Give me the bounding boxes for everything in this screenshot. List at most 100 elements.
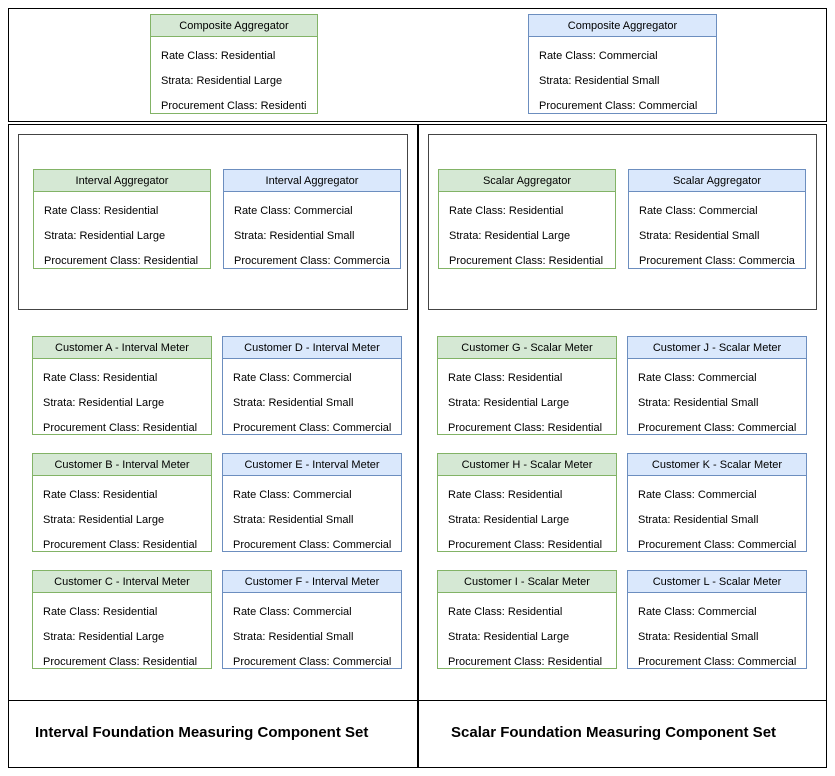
attribute-strata: Strata: Residential Small xyxy=(539,75,660,87)
scalar-panel-title: Scalar Foundation Measuring Component Se… xyxy=(451,724,777,741)
card-title: Customer H - Scalar Meter xyxy=(438,454,616,476)
attribute-strata: Strata: Residential Large xyxy=(161,75,283,87)
interval-panel-title: Interval Foundation Measuring Component … xyxy=(35,724,369,741)
attribute-strata: Strata: Residential Small xyxy=(638,514,759,526)
attribute-procurement-class: Procurement Class: Commercial xyxy=(638,656,796,668)
scalar-component-set-panel xyxy=(418,124,827,768)
meter-card-customer-c[interactable]: Customer C - Interval Meter Rate Class: … xyxy=(32,570,212,669)
meter-card-customer-a[interactable]: Customer A - Interval Meter Rate Class: … xyxy=(32,336,212,435)
attribute-rate-class: Rate Class: Commercial xyxy=(539,50,658,62)
card-attributes: Rate Class: Residential Strata: Resident… xyxy=(439,192,615,269)
attribute-strata: Strata: Residential Small xyxy=(233,631,354,643)
card-attributes: Rate Class: Commercial Strata: Residenti… xyxy=(628,593,806,669)
attribute-strata: Strata: Residential Large xyxy=(448,514,570,526)
attribute-rate-class: Rate Class: Residential xyxy=(44,205,159,217)
attribute-strata: Strata: Residential Small xyxy=(638,397,759,409)
attribute-strata: Strata: Residential Large xyxy=(44,230,166,242)
card-attributes: Rate Class: Residential Strata: Resident… xyxy=(438,359,616,435)
attribute-strata: Strata: Residential Small xyxy=(639,230,760,242)
card-attributes: Rate Class: Commercial Strata: Residenti… xyxy=(629,192,805,269)
card-attributes: Rate Class: Residential Strata: Resident… xyxy=(151,37,317,114)
meter-card-customer-g[interactable]: Customer G - Scalar Meter Rate Class: Re… xyxy=(437,336,617,435)
attribute-procurement-class: Procurement Class: Commercial xyxy=(638,539,796,551)
meter-card-customer-e[interactable]: Customer E - Interval Meter Rate Class: … xyxy=(222,453,402,552)
attribute-rate-class: Rate Class: Residential xyxy=(448,372,563,384)
attribute-rate-class: Rate Class: Commercial xyxy=(233,606,352,618)
attribute-procurement-class: Procurement Class: Commercial xyxy=(539,100,698,112)
attribute-strata: Strata: Residential Large xyxy=(43,631,165,643)
meter-card-customer-b[interactable]: Customer B - Interval Meter Rate Class: … xyxy=(32,453,212,552)
meter-card-customer-j[interactable]: Customer J - Scalar Meter Rate Class: Co… xyxy=(627,336,807,435)
attribute-procurement-class: Procurement Class: Residential xyxy=(449,255,604,267)
scalar-aggregator-residential-card[interactable]: Scalar Aggregator Rate Class: Residentia… xyxy=(438,169,616,269)
interval-aggregator-group-frame xyxy=(18,134,408,310)
attribute-procurement-class: Procurement Class: Commercial xyxy=(233,656,391,668)
card-attributes: Rate Class: Commercial Strata: Residenti… xyxy=(223,476,401,552)
card-title: Customer C - Interval Meter xyxy=(33,571,211,593)
interval-aggregator-commercial-card[interactable]: Interval Aggregator Rate Class: Commerci… xyxy=(223,169,401,269)
meter-card-customer-i[interactable]: Customer I - Scalar Meter Rate Class: Re… xyxy=(437,570,617,669)
card-title: Customer E - Interval Meter xyxy=(223,454,401,476)
meter-card-customer-l[interactable]: Customer L - Scalar Meter Rate Class: Co… xyxy=(627,570,807,669)
meter-card-customer-f[interactable]: Customer F - Interval Meter Rate Class: … xyxy=(222,570,402,669)
card-attributes: Rate Class: Commercial Strata: Residenti… xyxy=(628,476,806,552)
card-attributes: Rate Class: Residential Strata: Resident… xyxy=(33,359,211,435)
scalar-aggregator-commercial-card[interactable]: Scalar Aggregator Rate Class: Commercial… xyxy=(628,169,806,269)
card-title: Scalar Aggregator xyxy=(629,170,805,192)
attribute-procurement-class: Procurement Class: Residential xyxy=(448,656,603,668)
card-attributes: Rate Class: Residential Strata: Resident… xyxy=(33,593,211,669)
attribute-strata: Strata: Residential Small xyxy=(233,514,354,526)
attribute-procurement-class: Procurement Class: Commercial xyxy=(638,422,796,434)
interval-component-set-panel xyxy=(8,124,418,768)
meter-card-customer-d[interactable]: Customer D - Interval Meter Rate Class: … xyxy=(222,336,402,435)
attribute-strata: Strata: Residential Small xyxy=(234,230,355,242)
card-title: Customer A - Interval Meter xyxy=(33,337,211,359)
attribute-procurement-class: Procurement Class: Residential xyxy=(448,539,603,551)
attribute-procurement-class: Procurement Class: Commercial xyxy=(233,422,391,434)
attribute-strata: Strata: Residential Small xyxy=(638,631,759,643)
card-attributes: Rate Class: Residential Strata: Resident… xyxy=(33,476,211,552)
card-title: Interval Aggregator xyxy=(224,170,400,192)
card-title: Customer J - Scalar Meter xyxy=(628,337,806,359)
card-title: Interval Aggregator xyxy=(34,170,210,192)
attribute-rate-class: Rate Class: Commercial xyxy=(638,489,757,501)
card-title: Composite Aggregator xyxy=(151,15,317,37)
attribute-rate-class: Rate Class: Residential xyxy=(43,606,158,618)
card-attributes: Rate Class: Residential Strata: Resident… xyxy=(438,476,616,552)
attribute-procurement-class: Procurement Class: Residential xyxy=(44,255,199,267)
attribute-procurement-class: Procurement Class: Commercial xyxy=(234,255,390,267)
attribute-rate-class: Rate Class: Residential xyxy=(43,489,158,501)
card-attributes: Rate Class: Commercial Strata: Residenti… xyxy=(628,359,806,435)
attribute-rate-class: Rate Class: Residential xyxy=(449,205,564,217)
composite-band-frame xyxy=(8,8,827,122)
card-title: Scalar Aggregator xyxy=(439,170,615,192)
card-title: Customer I - Scalar Meter xyxy=(438,571,616,593)
card-title: Customer G - Scalar Meter xyxy=(438,337,616,359)
card-attributes: Rate Class: Commercial Strata: Residenti… xyxy=(529,37,716,114)
attribute-strata: Strata: Residential Large xyxy=(449,230,571,242)
scalar-aggregator-group-frame xyxy=(428,134,817,310)
meter-card-customer-k[interactable]: Customer K - Scalar Meter Rate Class: Co… xyxy=(627,453,807,552)
attribute-strata: Strata: Residential Large xyxy=(448,397,570,409)
attribute-strata: Strata: Residential Large xyxy=(43,514,165,526)
card-attributes: Rate Class: Commercial Strata: Residenti… xyxy=(224,192,400,269)
attribute-rate-class: Rate Class: Commercial xyxy=(638,606,757,618)
attribute-rate-class: Rate Class: Commercial xyxy=(638,372,757,384)
attribute-rate-class: Rate Class: Residential xyxy=(161,50,276,62)
card-attributes: Rate Class: Residential Strata: Resident… xyxy=(438,593,616,669)
composite-aggregator-residential-card[interactable]: Composite Aggregator Rate Class: Residen… xyxy=(150,14,318,114)
attribute-rate-class: Rate Class: Commercial xyxy=(233,372,352,384)
card-attributes: Rate Class: Commercial Strata: Residenti… xyxy=(223,593,401,669)
attribute-procurement-class: Procurement Class: Residential xyxy=(43,656,198,668)
interval-aggregator-residential-card[interactable]: Interval Aggregator Rate Class: Resident… xyxy=(33,169,211,269)
meter-card-customer-h[interactable]: Customer H - Scalar Meter Rate Class: Re… xyxy=(437,453,617,552)
attribute-strata: Strata: Residential Small xyxy=(233,397,354,409)
footer-divider xyxy=(8,700,827,701)
card-title: Customer F - Interval Meter xyxy=(223,571,401,593)
attribute-procurement-class: Procurement Class: Residential xyxy=(43,539,198,551)
card-title: Customer D - Interval Meter xyxy=(223,337,401,359)
attribute-rate-class: Rate Class: Commercial xyxy=(233,489,352,501)
card-title: Composite Aggregator xyxy=(529,15,716,37)
composite-aggregator-commercial-card[interactable]: Composite Aggregator Rate Class: Commerc… xyxy=(528,14,717,114)
